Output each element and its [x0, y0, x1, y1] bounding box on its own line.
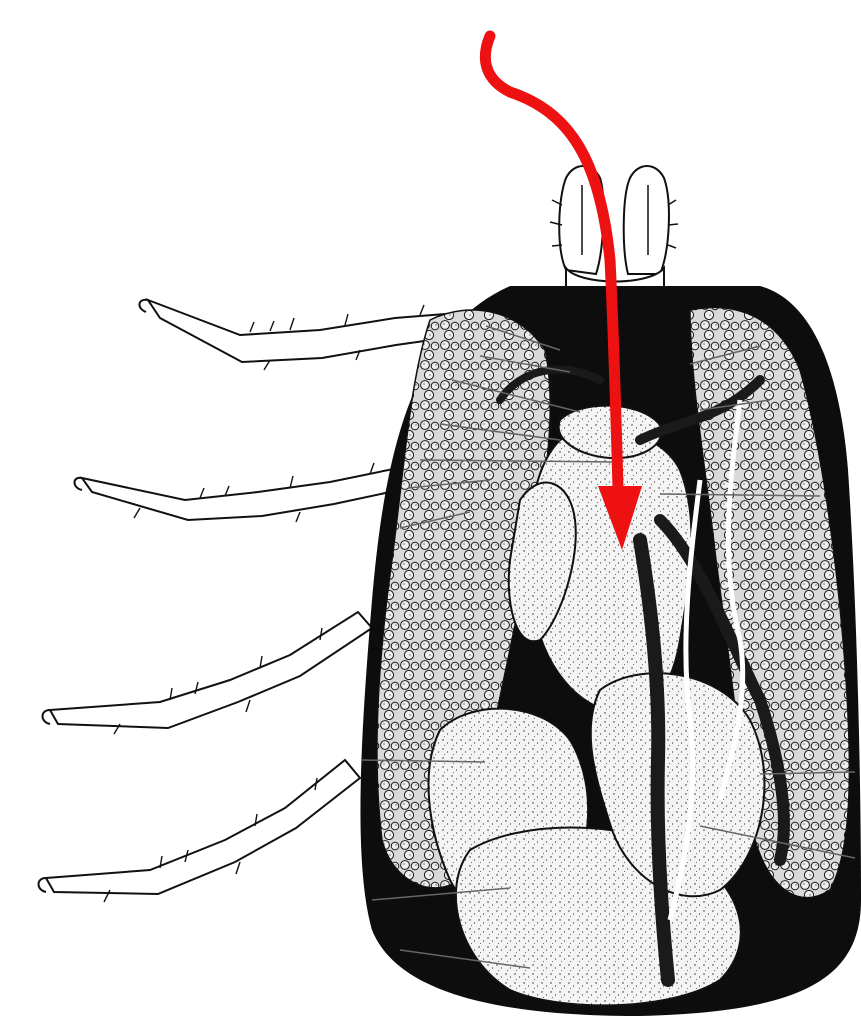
right-palp [624, 166, 669, 274]
leg-4 [39, 760, 361, 902]
leg-3 [43, 612, 373, 734]
leg-2 [75, 463, 419, 522]
